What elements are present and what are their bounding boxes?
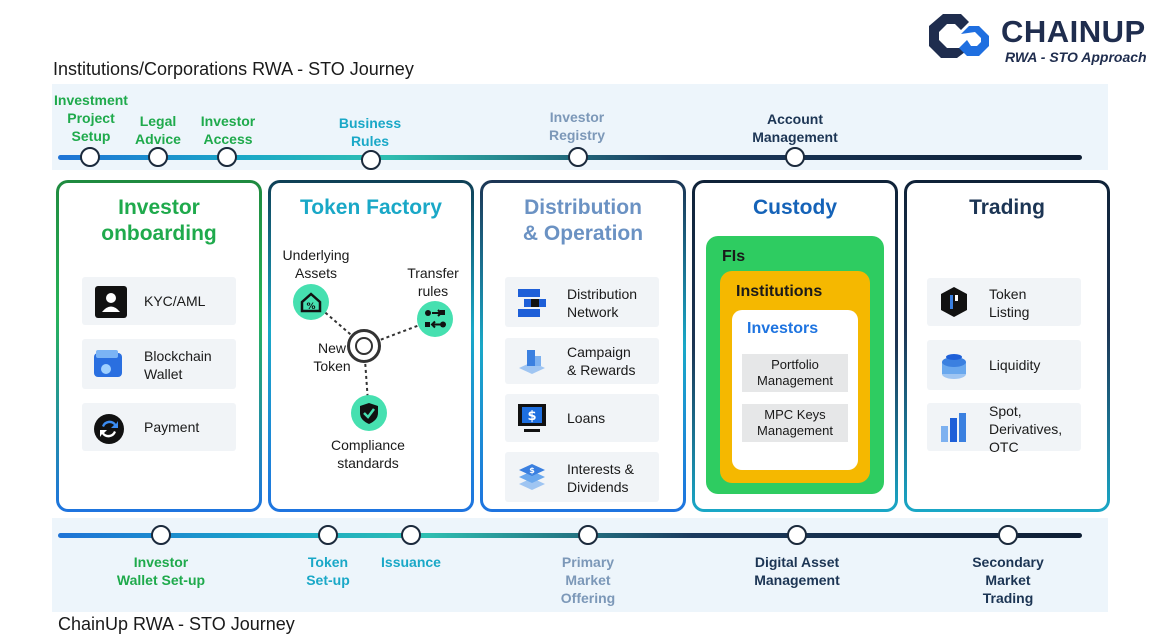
house-percent-icon: %	[300, 292, 322, 313]
bottom-timeline-line	[58, 533, 1082, 538]
compliance-node	[351, 395, 387, 431]
svg-text:%: %	[306, 302, 315, 312]
milestone-issuance: Issuance	[381, 554, 441, 570]
shield-check-icon	[360, 403, 378, 424]
timeline-node	[148, 147, 168, 167]
card-title: Trading	[969, 196, 1045, 219]
token-listing-icon	[941, 287, 967, 317]
tile-label: Spot, Derivatives, OTC	[989, 403, 1063, 455]
tile-blockchain-wallet: Blockchain Wallet	[82, 339, 236, 389]
timeline-node	[151, 525, 171, 545]
payment-icon	[94, 414, 124, 444]
tile-token-listing: Token Listing	[927, 278, 1081, 326]
tile-label: Campaign & Rewards	[567, 344, 636, 378]
milestone-business-rules: Business Rules	[338, 115, 402, 149]
timeline-node	[80, 147, 100, 167]
chart-blocks-icon	[941, 413, 966, 442]
footer-title: ChainUp RWA - STO Journey	[58, 614, 295, 634]
card-title: Token Factory	[300, 196, 442, 219]
svg-text:$: $	[527, 409, 536, 424]
tile-label: Liquidity	[989, 357, 1041, 373]
id-card-icon	[95, 286, 127, 318]
transfer-rules-label: Transfer rules	[407, 265, 459, 299]
timeline-node	[361, 150, 381, 170]
tile-interests-dividends: $ Interests & Dividends	[505, 452, 659, 502]
mpc-keys-management-box: MPC Keys Management	[742, 404, 848, 442]
tile-distribution-network: Distribution Network	[505, 277, 659, 327]
tile-liquidity: Liquidity	[927, 340, 1081, 390]
tile-label: Token Listing	[989, 286, 1030, 320]
tile-label: Interests & Dividends	[567, 461, 634, 495]
investors-label: Investors	[747, 320, 819, 337]
timeline-node	[401, 525, 421, 545]
timeline-node	[568, 147, 588, 167]
tile-spot-derivatives-otc: Spot, Derivatives, OTC	[927, 403, 1081, 455]
tile-kyc-aml: KYC/AML	[82, 277, 236, 325]
page-title: Institutions/Corporations RWA - STO Jour…	[53, 59, 414, 79]
network-icon	[518, 289, 546, 317]
milestone-digital-asset-management: Digital Asset Management	[754, 554, 840, 588]
transfer-rules-node	[417, 301, 453, 337]
tile-label: KYC/AML	[144, 293, 206, 309]
tile-label: Blockchain Wallet	[144, 348, 212, 382]
tile-payment: Payment	[82, 403, 236, 451]
chainup-logo: CHAINUP RWA - STO Approach	[925, 10, 1160, 66]
milestone-primary-market-offering: Primary Market Offering	[560, 554, 616, 606]
campaign-icon	[519, 350, 545, 374]
logo-subtitle: RWA - STO Approach	[1005, 49, 1147, 65]
timeline-node	[998, 525, 1018, 545]
chainup-logo-icon	[929, 14, 989, 58]
milestone-legal-advice: Legal Advice	[135, 113, 181, 147]
milestone-secondary-market-trading: Secondary Market Trading	[972, 554, 1044, 606]
compliance-standards-label: Compliance standards	[331, 437, 405, 471]
tile-loans: $ Loans	[505, 394, 659, 442]
portfolio-management-box: Portfolio Management	[742, 354, 848, 392]
timeline-node	[787, 525, 807, 545]
liquidity-icon	[942, 354, 966, 379]
timeline-node	[578, 525, 598, 545]
card-title: Custody	[753, 196, 837, 219]
tile-campaign-rewards: Campaign & Rewards	[505, 338, 659, 384]
tile-label: Loans	[567, 410, 606, 426]
milestone-investor-access: Investor Access	[200, 113, 256, 147]
flow-icon	[425, 309, 446, 329]
timeline-node	[785, 147, 805, 167]
fis-label: FIs	[722, 248, 746, 265]
milestone-account-management: Account Management	[752, 111, 838, 145]
underlying-assets-node: %	[293, 284, 329, 320]
new-token-label: New Token	[313, 340, 351, 374]
milestone-investor-registry: Investor Registry	[548, 109, 606, 143]
tile-label: Distribution Network	[567, 286, 638, 320]
stack-dollar-icon: $	[519, 464, 545, 490]
milestone-investor-wallet-setup: Investor Wallet Set-up	[116, 554, 206, 588]
timeline-node	[217, 147, 237, 167]
milestone-investment-project-setup: Investment Project Setup	[54, 92, 128, 144]
institutions-label: Institutions	[736, 283, 823, 300]
timeline-node	[318, 525, 338, 545]
card-title: Investor onboarding	[101, 196, 217, 245]
wallet-icon	[94, 350, 122, 377]
svg-text:$: $	[529, 466, 535, 475]
logo-wordmark: CHAINUP	[1001, 14, 1146, 49]
coin-icon	[355, 337, 373, 355]
loan-monitor-icon: $	[518, 404, 546, 432]
milestone-token-setup: Token Set-up	[306, 554, 350, 588]
underlying-assets-label: Underlying Assets	[282, 247, 350, 281]
card-title: Distribution & Operation	[522, 196, 644, 245]
tile-label: Payment	[144, 419, 200, 435]
new-token-node	[347, 329, 381, 363]
